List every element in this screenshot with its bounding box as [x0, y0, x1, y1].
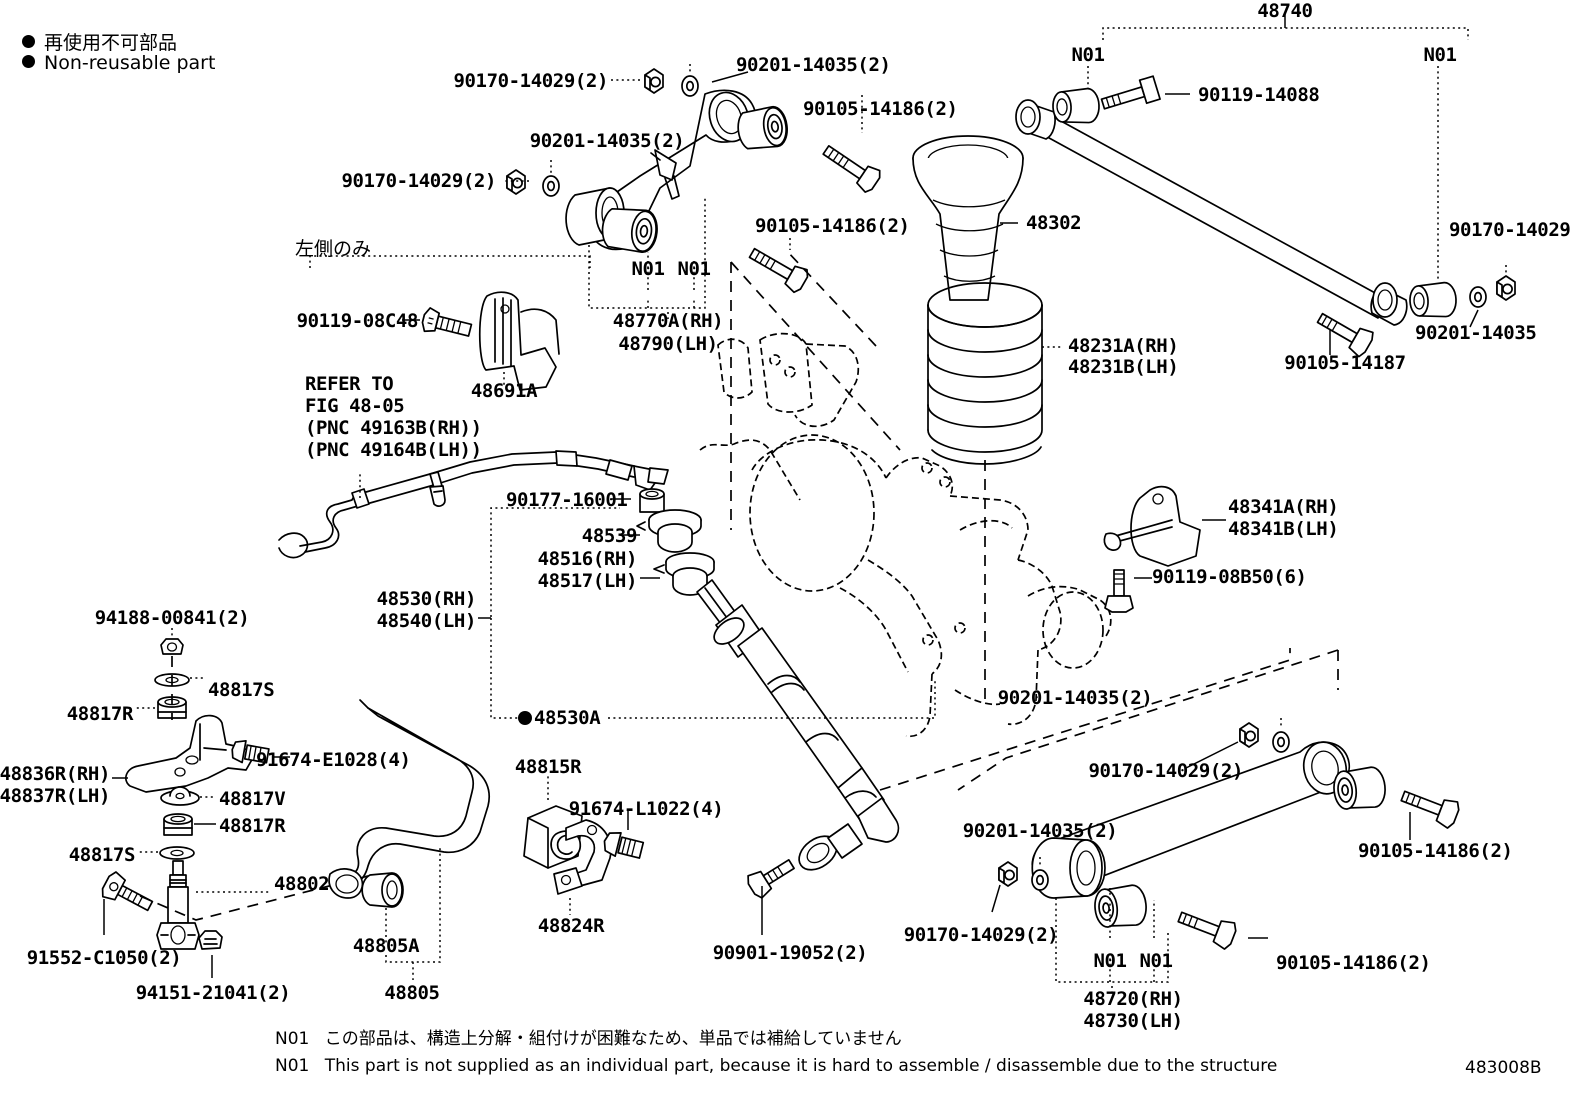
- part-label-90119-08C48: 90119-08C48: [296, 310, 419, 332]
- part-label-94188-00841: 94188-00841(2): [94, 607, 250, 629]
- part-label-n01-c: N01: [1071, 44, 1105, 66]
- non-reusable-dot-icon: [22, 55, 35, 68]
- legend-non-reusable-en: Non-reusable part: [22, 52, 215, 74]
- footnote-jp-tag: N01: [275, 1029, 310, 1049]
- part-label-90201-14035-b: 90201-14035(2): [529, 130, 685, 152]
- part-label-48815R: 48815R: [514, 756, 582, 778]
- part-label-90119-08B50: 90119-08B50(6): [1152, 566, 1307, 588]
- refer-to-line1: REFER TO: [305, 373, 394, 395]
- part-label-94151-21041: 94151-21041(2): [135, 982, 291, 1004]
- footnote-en: N01 This part is not supplied as an indi…: [275, 1056, 1277, 1076]
- part-label-48720-rh: 48720(RH): [1083, 988, 1183, 1010]
- footnote-jp: N01 この部品は、構造上分解・組付けが困難なため、単品では補給していません: [275, 1024, 902, 1049]
- part-label-48341B-lh: 48341B(LH): [1228, 518, 1339, 540]
- part-label-90201-14035-d: 90201-14035(2): [997, 687, 1153, 709]
- part-label-90119-14088: 90119-14088: [1198, 84, 1320, 106]
- footnote-jp-text: この部品は、構造上分解・組付けが困難なため、単品では補給していません: [324, 1029, 902, 1049]
- part-label-48740: 48740: [1257, 0, 1313, 22]
- part-label-90105-14186-d: 90105-14186(2): [1276, 952, 1431, 974]
- part-label-48539: 48539: [581, 525, 638, 547]
- part-label-90201-14035-c: 90201-14035: [1415, 322, 1537, 344]
- footnote-en-tag: N01: [275, 1056, 310, 1076]
- part-label-n01-e: N01: [1093, 950, 1127, 972]
- part-label-48691A: 48691A: [470, 380, 538, 402]
- part-label-91552-C1050: 91552-C1050(2): [26, 947, 182, 969]
- part-label-48817V: 48817V: [219, 788, 286, 810]
- part-label-48790-lh: 48790(LH): [618, 333, 718, 355]
- part-label-90170-14029-c: 90170-14029: [1449, 219, 1571, 241]
- part-label-n01-f: N01: [1139, 950, 1173, 972]
- part-label-90201-14035-a: 90201-14035(2): [736, 54, 891, 76]
- part-label-90105-14186-c: 90105-14186(2): [1358, 840, 1513, 862]
- part-label-90170-14029-d: 90170-14029(2): [1088, 760, 1243, 782]
- part-label-48817R-top: 48817R: [66, 703, 134, 725]
- non-reusable-dot-icon: [22, 35, 35, 48]
- part-label-90901-19052: 90901-19052(2): [712, 942, 868, 964]
- part-label-90105-14186-b: 90105-14186(2): [755, 215, 910, 237]
- part-label-48517-lh: 48517(LH): [537, 570, 638, 592]
- part-label-48805A: 48805A: [352, 935, 420, 957]
- part-label-91674-L1022: 91674-L1022(4): [568, 798, 724, 820]
- part-label-48231B-lh: 48231B(LH): [1068, 356, 1179, 378]
- part-label-n01-d: N01: [1423, 44, 1457, 66]
- refer-to-line3: (PNC 49163B(RH)): [305, 417, 482, 439]
- part-label-90170-14029-b: 90170-14029(2): [341, 170, 496, 192]
- non-reusable-dot-icon: [518, 711, 532, 725]
- part-label-90177-16001: 90177-16001: [506, 489, 628, 511]
- part-label-48802: 48802: [274, 873, 330, 895]
- part-label-90105-14186-a: 90105-14186(2): [803, 98, 958, 120]
- part-label-48530A: 48530A: [518, 707, 601, 729]
- part-label-48824R: 48824R: [537, 915, 605, 937]
- part-label-48817R-bot: 48817R: [219, 815, 286, 837]
- part-label-48530A-text: 48530A: [534, 707, 601, 729]
- part-label-90105-14187: 90105-14187: [1284, 352, 1406, 374]
- legend-non-reusable-jp: 再使用不可部品: [22, 28, 177, 55]
- refer-to-line4: (PNC 49164B(LH)): [305, 439, 482, 461]
- part-label-48540-lh: 48540(LH): [376, 610, 477, 632]
- part-label-48817S-top: 48817S: [208, 679, 275, 701]
- part-label-48302: 48302: [1026, 212, 1082, 234]
- figure-code: 483008B: [1465, 1058, 1542, 1078]
- footnote-en-text: This part is not supplied as an individu…: [324, 1056, 1278, 1076]
- refer-to-line2: FIG 48-05: [305, 395, 405, 417]
- left-side-only-note: 左側のみ: [295, 238, 372, 260]
- part-label-n01-a: N01: [631, 258, 665, 280]
- part-label-48730-lh: 48730(LH): [1083, 1010, 1183, 1032]
- part-label-48836R-rh: 48836R(RH): [0, 763, 110, 785]
- part-label-48770A-rh: 48770A(RH): [612, 310, 724, 332]
- part-label-48341A-rh: 48341A(RH): [1228, 496, 1339, 518]
- part-label-90170-14029-a: 90170-14029(2): [453, 70, 608, 92]
- part-label-n01-b: N01: [677, 258, 711, 280]
- part-label-48530-rh: 48530(RH): [376, 588, 477, 610]
- part-label-48516-rh: 48516(RH): [537, 548, 638, 570]
- part-label-90170-14029-e: 90170-14029(2): [903, 924, 1059, 946]
- part-label-48837R-lh: 48837R(LH): [0, 785, 110, 807]
- part-label-90201-14035-e: 90201-14035(2): [962, 820, 1118, 842]
- part-label-91674-E1028: 91674-E1028(4): [256, 749, 411, 771]
- legend-en-text: Non-reusable part: [44, 52, 216, 74]
- legend-jp-text: 再使用不可部品: [44, 32, 178, 54]
- part-label-48817S-bot: 48817S: [68, 844, 136, 866]
- part-label-48805: 48805: [384, 982, 440, 1004]
- part-label-48231A-rh: 48231A(RH): [1068, 335, 1179, 357]
